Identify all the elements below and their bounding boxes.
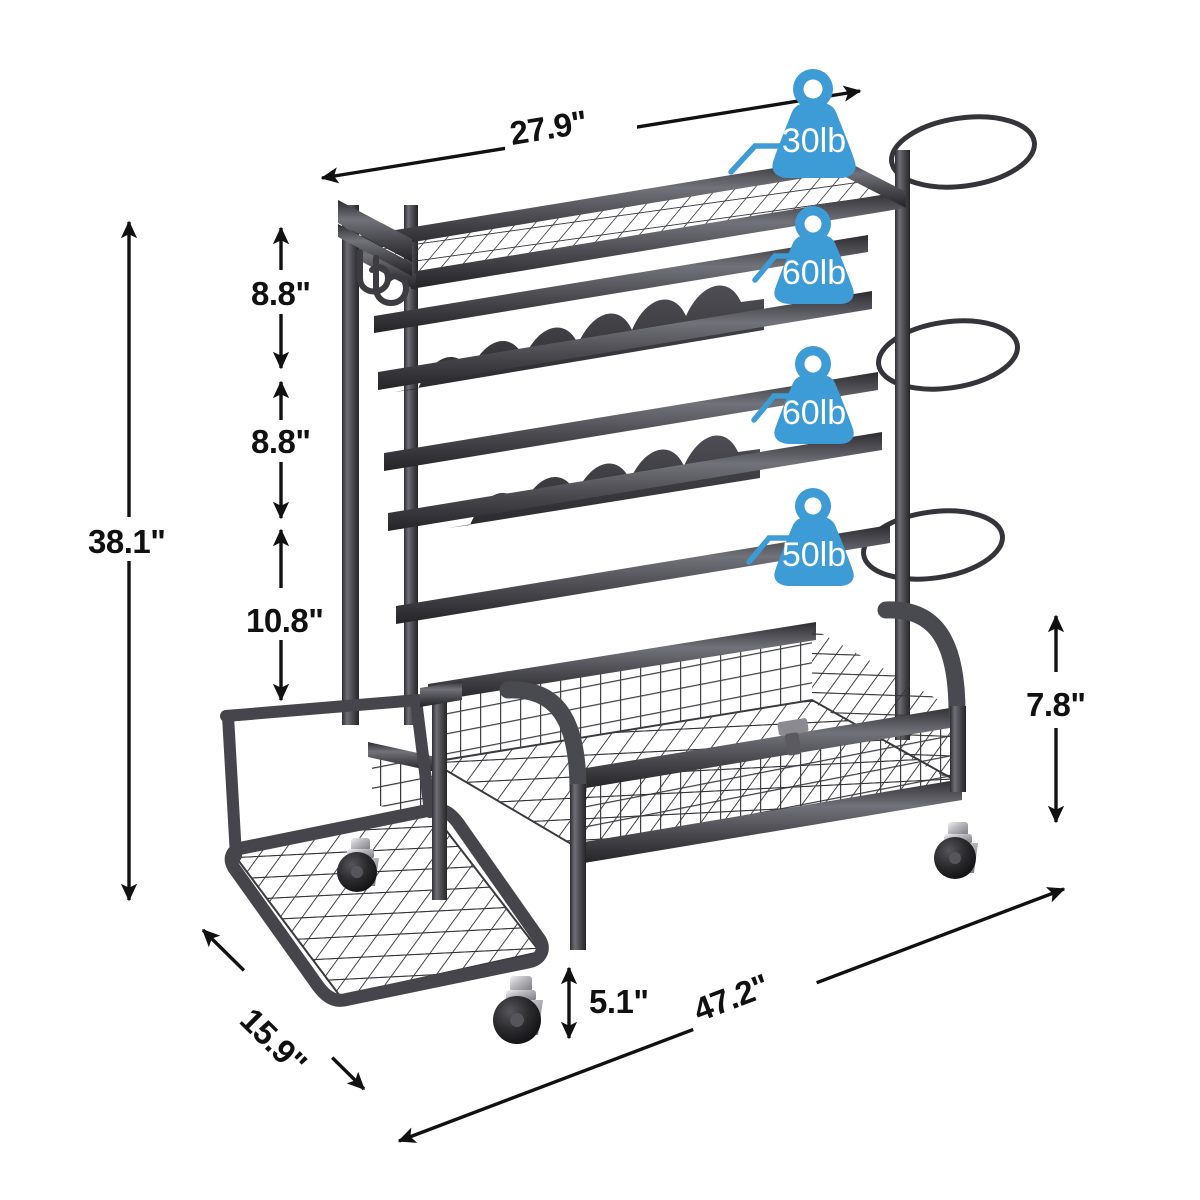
lower-tray-front-rail [388,432,882,531]
badge-label-60lb-lower: 60lb [782,394,846,432]
s-hook-2 [373,255,410,306]
capacity-badges: 30lb 60lb 60lb 50lb [728,69,856,586]
dimension-label-basket-height: 7.8" [1026,686,1086,723]
dimension-tier-3: 10.8" [246,528,324,702]
lower-tray-top-rail [384,372,878,471]
upper-tray-top-rail [374,235,868,333]
product-illustration [220,114,1037,1044]
dimension-label-clearance: 5.1" [589,983,649,1020]
badge-lower-middle[interactable]: 60lb [751,346,854,444]
badge-top[interactable]: 30lb [728,69,856,178]
basket-right-corner-post [877,601,966,721]
badge-label-50lb: 50lb [782,536,846,574]
dimension-tier-2: 8.8" [251,380,311,520]
dimension-label-tier-1: 8.8" [251,275,311,312]
hoop-bottom [861,508,1005,582]
badge-label-60lb-upper: 60lb [782,254,846,292]
badge-label-30lb: 30lb [782,122,846,160]
caster-rear [934,822,978,879]
dimension-total-height: 38.1" [80,220,190,902]
front-left-post [342,205,359,725]
dimension-label-total-height: 38.1" [88,523,165,560]
left-frame-assembly [338,200,412,725]
caster-left [337,838,379,892]
lower-dumbbell-tray [384,372,882,531]
hoop-top [889,114,1037,190]
rear-right-post [895,150,910,740]
dimension-basket-height: 7.8" [1026,614,1086,824]
upper-dumbbell-tray [374,235,872,392]
hoop-middle [876,318,1020,392]
dimension-tier-1: 8.8" [251,226,311,370]
badge-basket[interactable]: 50lb [746,488,854,586]
bottom-wire-basket [428,601,966,950]
front-left-leg [432,700,447,900]
badge-upper-middle[interactable]: 60lb [752,206,854,304]
basket-left-corner-post [499,681,587,799]
dimension-annotations: 27.9" 38.1" 8.8" 8.8" 10.8" [80,85,1086,1143]
mid-cross-rail [396,525,890,624]
upper-tray-front-rail [378,291,872,390]
dimension-label-tier-2: 8.8" [251,423,311,460]
dimension-label-tier-3: 10.8" [246,602,323,639]
